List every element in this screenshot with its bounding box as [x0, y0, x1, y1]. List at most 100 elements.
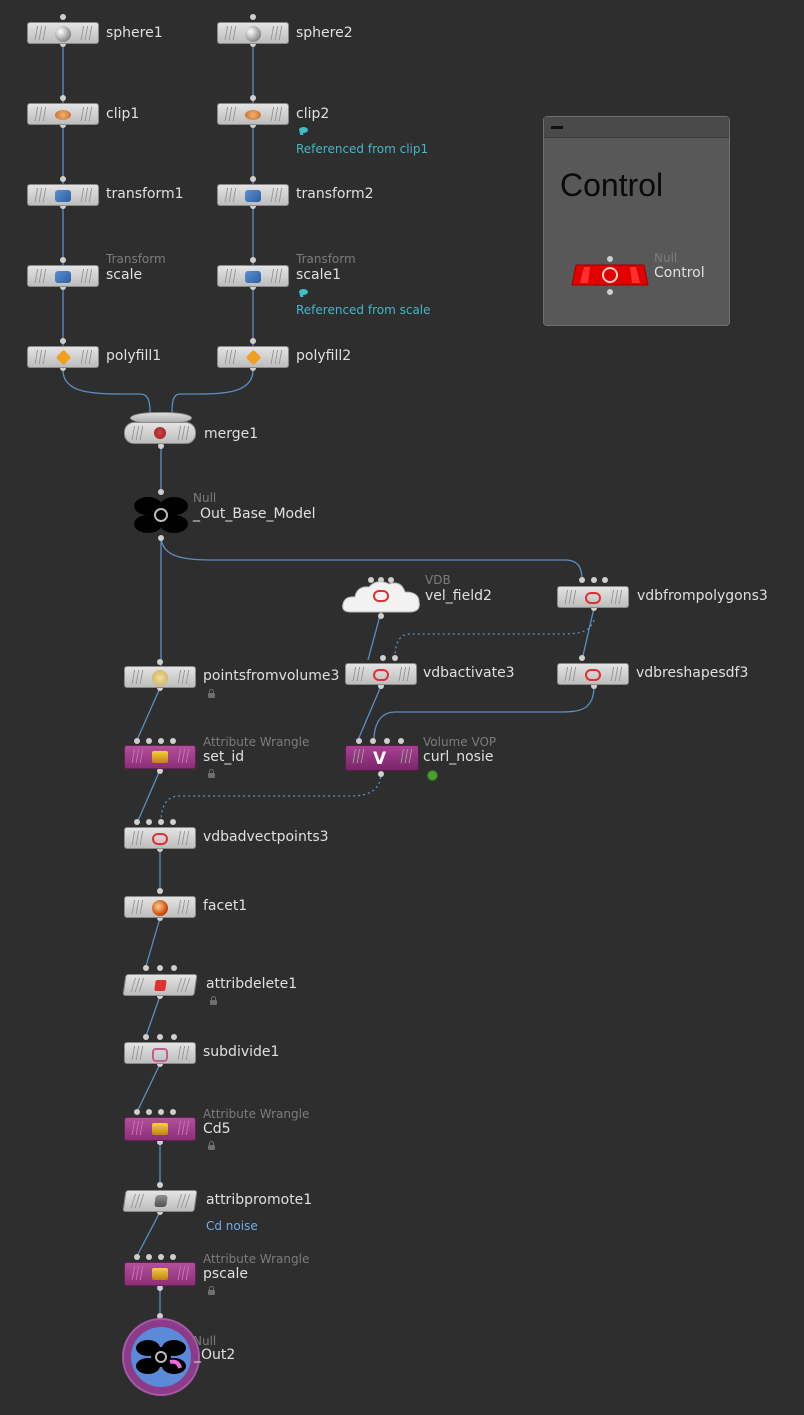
lock-icon[interactable] — [210, 996, 217, 1005]
output-port[interactable] — [607, 289, 613, 295]
node-tile[interactable] — [124, 745, 196, 769]
lock-icon[interactable] — [208, 689, 215, 698]
node-tile[interactable] — [217, 103, 289, 125]
connector-port[interactable] — [60, 95, 66, 101]
compiled-badge-icon[interactable] — [427, 770, 438, 781]
connector-port[interactable] — [368, 577, 374, 583]
connector-port[interactable] — [378, 771, 384, 777]
node-tile[interactable] — [122, 974, 198, 996]
wire[interactable] — [62, 369, 151, 415]
lock-icon[interactable] — [208, 1141, 215, 1150]
node-tile[interactable] — [217, 22, 289, 44]
node-tile[interactable] — [27, 184, 99, 206]
connector-port[interactable] — [579, 655, 585, 661]
null-icon[interactable] — [134, 496, 188, 534]
connector-port[interactable] — [602, 577, 608, 583]
node-tile[interactable] — [557, 663, 629, 685]
wire[interactable] — [160, 535, 583, 581]
connector-port[interactable] — [392, 655, 398, 661]
connector-port[interactable] — [157, 888, 163, 894]
connector-port[interactable] — [134, 738, 140, 744]
lock-icon[interactable] — [208, 769, 215, 778]
input-port[interactable] — [607, 256, 613, 262]
wire[interactable] — [136, 1211, 161, 1257]
node-tile[interactable] — [124, 1117, 196, 1141]
connector-port[interactable] — [158, 819, 164, 825]
wire[interactable] — [136, 769, 161, 824]
connector-port[interactable] — [146, 1254, 152, 1260]
connector-port[interactable] — [250, 338, 256, 344]
connector-port[interactable] — [170, 1254, 176, 1260]
null-icon[interactable] — [570, 263, 650, 287]
connector-port[interactable] — [60, 338, 66, 344]
connector-port[interactable] — [158, 1109, 164, 1115]
connector-port[interactable] — [378, 613, 384, 619]
connector-port[interactable] — [60, 14, 66, 20]
node-tile[interactable] — [557, 586, 629, 608]
connector-port[interactable] — [398, 738, 404, 744]
node-tile[interactable] — [124, 422, 196, 444]
node-tile[interactable] — [27, 22, 99, 44]
null-icon[interactable] — [122, 1318, 200, 1396]
connector-port[interactable] — [591, 577, 597, 583]
node-tile[interactable] — [124, 666, 196, 688]
minimize-icon[interactable] — [551, 126, 563, 129]
node-tile[interactable] — [124, 1042, 196, 1064]
connector-port[interactable] — [143, 965, 149, 971]
connector-port[interactable] — [158, 535, 164, 541]
node-tile[interactable] — [124, 896, 196, 918]
connector-port[interactable] — [146, 819, 152, 825]
connector-port[interactable] — [370, 738, 376, 744]
connector-port[interactable] — [157, 1034, 163, 1040]
node-tile[interactable]: V — [345, 745, 419, 771]
node-tile[interactable] — [122, 1190, 198, 1212]
wire[interactable] — [367, 611, 382, 661]
node-tile[interactable] — [217, 265, 289, 287]
connector-port[interactable] — [356, 738, 362, 744]
network-box-control[interactable]: Control Null Control — [543, 116, 730, 326]
node-tile[interactable] — [124, 1262, 196, 1286]
lock-icon[interactable] — [208, 1286, 215, 1295]
connector-port[interactable] — [134, 819, 140, 825]
wire[interactable] — [171, 369, 254, 415]
wire[interactable] — [357, 685, 382, 741]
wire[interactable] — [145, 917, 161, 967]
node-tile[interactable] — [217, 346, 289, 368]
node-tile[interactable] — [345, 663, 417, 685]
connector-port[interactable] — [384, 738, 390, 744]
connector-port[interactable] — [170, 819, 176, 825]
wire[interactable] — [145, 995, 161, 1037]
connector-port[interactable] — [157, 1313, 163, 1319]
connector-port[interactable] — [134, 1254, 140, 1260]
connector-port[interactable] — [250, 257, 256, 263]
connector-port[interactable] — [60, 176, 66, 182]
connector-port[interactable] — [158, 1254, 164, 1260]
connector-port[interactable] — [380, 655, 386, 661]
connector-port[interactable] — [143, 1034, 149, 1040]
connector-port[interactable] — [158, 443, 164, 449]
cloud-shape[interactable] — [341, 578, 421, 614]
connector-port[interactable] — [250, 14, 256, 20]
connector-port[interactable] — [157, 1182, 163, 1188]
connector-port[interactable] — [388, 577, 394, 583]
connector-port[interactable] — [158, 489, 164, 495]
network-box-titlebar[interactable] — [544, 117, 729, 138]
connector-port[interactable] — [158, 738, 164, 744]
wire[interactable] — [136, 687, 161, 741]
node-tile[interactable] — [27, 265, 99, 287]
connector-port[interactable] — [171, 965, 177, 971]
comment-icon[interactable] — [299, 127, 308, 133]
connector-port[interactable] — [579, 577, 585, 583]
connector-port[interactable] — [171, 1034, 177, 1040]
reference-wire[interactable] — [394, 619, 595, 661]
wire[interactable] — [581, 607, 595, 661]
connector-port[interactable] — [170, 1109, 176, 1115]
connector-port[interactable] — [250, 176, 256, 182]
comment-icon[interactable] — [299, 289, 308, 295]
wire[interactable] — [373, 685, 595, 741]
connector-port[interactable] — [134, 1109, 140, 1115]
reference-wire[interactable] — [160, 771, 382, 824]
connector-port[interactable] — [146, 738, 152, 744]
connector-port[interactable] — [157, 965, 163, 971]
node-tile[interactable] — [217, 184, 289, 206]
